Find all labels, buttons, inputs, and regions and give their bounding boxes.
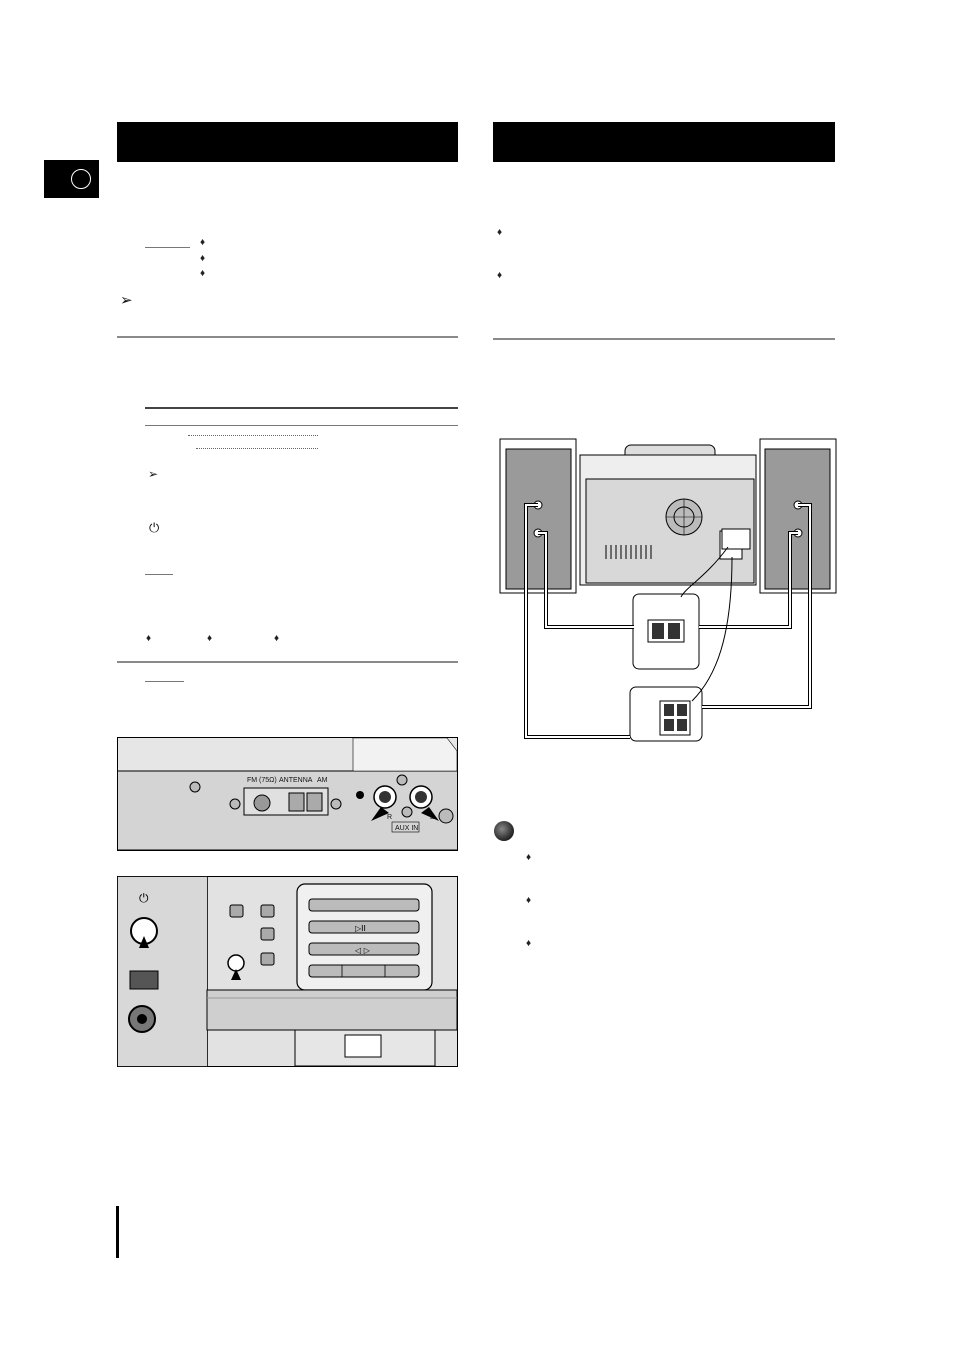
right-section-header-bar <box>493 122 835 162</box>
function-button <box>229 904 244 918</box>
fm-label: FM (75Ω) <box>247 777 277 784</box>
left-section-divider-2 <box>117 661 458 663</box>
screw-icon <box>189 781 201 793</box>
callout-leader <box>691 556 733 702</box>
right-bullet-4: ♦ <box>526 895 532 906</box>
function-button <box>260 927 275 941</box>
antenna-label: ANTENNA <box>279 777 313 784</box>
aux-r-jack-core <box>379 791 391 803</box>
mode-button-strip <box>308 964 420 978</box>
left-label-underline <box>145 247 190 248</box>
right-bullet-1: ♦ <box>497 227 503 238</box>
table-dotted-leader-1 <box>188 435 318 436</box>
tip-icon <box>494 821 514 841</box>
note-arrow-icon: ➢ <box>148 467 159 481</box>
screw-icon <box>330 798 342 810</box>
left-bullet-5: ♦ <box>207 633 213 644</box>
subwoofer-post <box>652 623 664 639</box>
note-arrow-icon: ➢ <box>120 291 133 309</box>
callout-leader <box>680 546 729 598</box>
highlighted-button <box>227 954 245 972</box>
screw-icon <box>438 808 454 824</box>
subwoofer-post <box>668 623 680 639</box>
left-bullet-4: ♦ <box>146 633 152 644</box>
aux-in-label: AUX IN <box>395 825 418 832</box>
button-pointer-arrow <box>231 969 241 980</box>
vent-slots <box>605 545 652 559</box>
power-pointer-arrow <box>139 936 149 948</box>
skip-button <box>308 942 420 956</box>
rear-panel-corner <box>352 737 458 772</box>
language-tab <box>44 160 99 198</box>
aux-l-jack-core <box>415 791 427 803</box>
right-bullet-2: ♦ <box>497 270 503 281</box>
skip-icon: ◁ ▷ <box>354 946 371 955</box>
arrow-r-icon <box>371 807 389 821</box>
aux-r-label: R <box>387 814 392 821</box>
function-button <box>260 904 275 918</box>
indicator-dot <box>356 791 364 799</box>
fm-connector <box>253 794 271 812</box>
am-label: AM <box>317 777 328 784</box>
left-speaker-grille <box>505 448 572 590</box>
screw-icon <box>229 798 241 810</box>
front-panel-figure: ⏻ ▷II ◁ ▷ <box>117 876 458 1067</box>
right-section-divider <box>493 338 835 340</box>
left-label-underline-2 <box>145 574 173 575</box>
table-top-rule <box>145 407 458 409</box>
table-dotted-leader-2 <box>196 448 318 449</box>
page-number-bar <box>116 1206 119 1258</box>
power-icon: ⏻ <box>149 521 160 536</box>
rear-panel-figure: FM (75Ω) ANTENNA AM R L AUX IN <box>117 737 458 851</box>
ir-sensor-window <box>129 970 159 990</box>
am-terminal <box>288 792 305 812</box>
left-bullet-1: ♦ <box>200 237 206 248</box>
play-pause-button <box>308 920 420 934</box>
aux-l-label: L <box>430 814 434 821</box>
power-icon: ⏻ <box>139 891 149 905</box>
speaker-connection-diagram <box>499 438 837 742</box>
function-button <box>260 952 275 966</box>
left-label-underline-3 <box>145 681 184 682</box>
front-lower-strip <box>206 989 458 1031</box>
left-bullet-6: ♦ <box>274 633 280 644</box>
left-bullet-2: ♦ <box>200 253 206 264</box>
cassette-window <box>344 1034 382 1058</box>
language-indicator-circle <box>71 169 91 189</box>
play-pause-icon: ▷II <box>355 924 366 933</box>
am-terminal <box>306 792 323 812</box>
table-header-rule <box>145 425 458 426</box>
arrow-l-icon <box>421 807 439 821</box>
screw-icon <box>401 806 413 818</box>
headphone-jack-core <box>137 1014 147 1024</box>
left-bullet-3: ♦ <box>200 268 206 279</box>
subwoofer-terminal-on-unit <box>721 528 751 550</box>
left-section-header-bar <box>117 122 458 162</box>
cd-slot-button <box>308 898 420 912</box>
right-bullet-5: ♦ <box>526 938 532 949</box>
left-section-divider-1 <box>117 336 458 338</box>
aux-in-box <box>391 821 420 833</box>
right-bullet-3: ♦ <box>526 852 532 863</box>
right-speaker-grille <box>764 448 831 590</box>
screw-icon <box>396 774 408 786</box>
